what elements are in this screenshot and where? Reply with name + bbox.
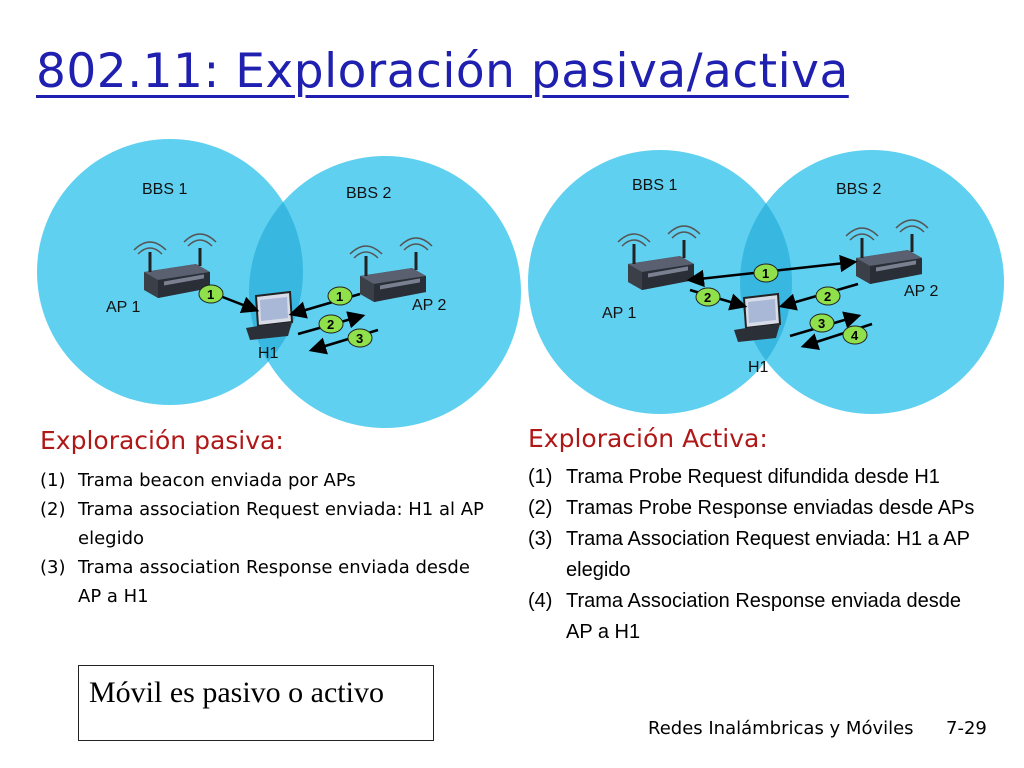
passive-section-title: Exploración pasiva: (40, 426, 284, 455)
bss1-label: BBS 1 (632, 177, 677, 194)
list-item: (4)Trama Association Response enviada de… (528, 590, 962, 643)
ap1-label: AP 1 (602, 305, 637, 322)
step-badge: 2 (318, 314, 344, 334)
step-badge: 1 (327, 286, 353, 306)
list-item: (2)Trama association Request enviada: H1… (40, 499, 484, 549)
mobile-mode-box: Móvil es pasivo o activo (78, 665, 434, 741)
step-badge: 1 (753, 263, 779, 283)
wifi-scanning-diagrams: BBS 1 BBS 2 AP 1 AP 2 H1 1 1 2 3 BBS 1 B… (37, 139, 1004, 428)
step-badge: 1 (198, 284, 224, 304)
footer-page-number: 7-29 (946, 718, 987, 739)
bss2-label: BBS 2 (346, 185, 391, 202)
svg-text:1: 1 (762, 266, 769, 281)
svg-text:2: 2 (824, 289, 831, 304)
ap2-label: AP 2 (904, 283, 939, 300)
h1-label: H1 (258, 345, 279, 362)
svg-text:1: 1 (336, 289, 343, 304)
h1-label: H1 (748, 359, 769, 376)
active-scanning-diagram: BBS 1 BBS 2 AP 1 AP 2 H1 1 2 2 3 4 (528, 150, 1004, 414)
list-item: (1)Trama beacon enviada por APs (40, 470, 356, 491)
slide-title: 802.11: Exploración pasiva/activa (36, 44, 849, 99)
step-badge: 3 (809, 313, 835, 333)
svg-text:1: 1 (207, 287, 214, 302)
list-item: (3)Trama association Response enviada de… (40, 557, 470, 607)
step-badge: 2 (815, 286, 841, 306)
ap1-label: AP 1 (106, 299, 141, 316)
bss1-label: BBS 1 (142, 181, 187, 198)
svg-text:2: 2 (704, 290, 711, 305)
list-item: (2)Tramas Probe Response enviadas desde … (528, 497, 975, 519)
bss2-label: BBS 2 (836, 181, 881, 198)
active-steps-list: (1)Trama Probe Request difundida desde H… (528, 462, 978, 648)
svg-text:2: 2 (327, 317, 334, 332)
footer-course: Redes Inalámbricas y Móviles (648, 718, 914, 739)
svg-text:3: 3 (356, 331, 363, 346)
list-item: (1)Trama Probe Request difundida desde H… (528, 466, 940, 488)
ap2-label: AP 2 (412, 297, 447, 314)
step-badge: 3 (347, 328, 373, 348)
passive-scanning-diagram: BBS 1 BBS 2 AP 1 AP 2 H1 1 1 2 3 (37, 139, 521, 428)
step-badge: 4 (842, 325, 868, 345)
svg-text:4: 4 (851, 328, 859, 343)
step-badge: 2 (695, 287, 721, 307)
list-item: (3)Trama Association Request enviada: H1… (528, 528, 970, 581)
active-section-title: Exploración Activa: (528, 424, 768, 453)
passive-steps-list: (1)Trama beacon enviada por APs (2)Trama… (40, 466, 490, 611)
beacon-arrow-ap1 (219, 294, 260, 314)
svg-text:3: 3 (818, 316, 825, 331)
